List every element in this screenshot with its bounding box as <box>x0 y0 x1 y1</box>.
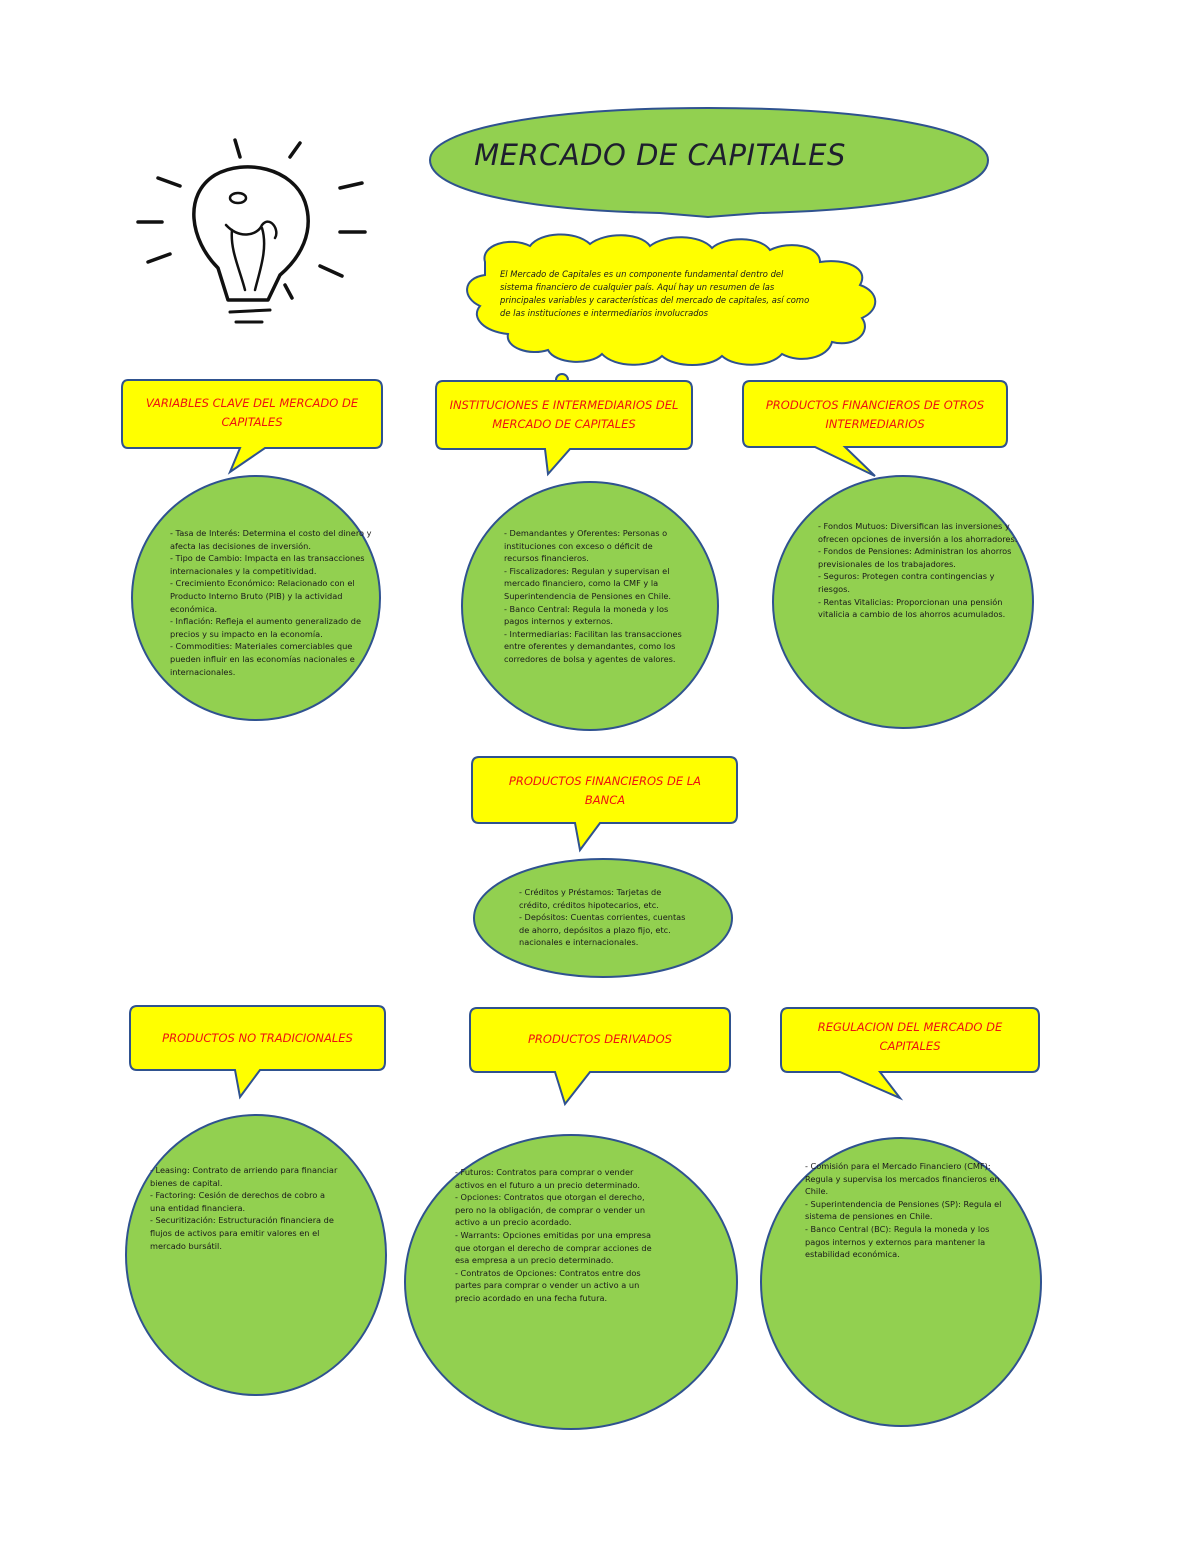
callout-instituciones-shape <box>435 380 693 477</box>
bubble-no-tradicionales-text: - Leasing: Contrato de arriendo para fin… <box>150 1165 338 1251</box>
callout-otros-shape <box>742 380 1008 477</box>
bubble-derivados-shape <box>404 1134 738 1430</box>
bubble-banca-text: - Créditos y Préstamos: Tarjetas de créd… <box>519 887 686 948</box>
bubble-variables-shape <box>131 475 381 721</box>
bubble-variables-text: - Tasa de Interés: Determina el costo de… <box>170 528 372 677</box>
callout-no-tradicionales-heading: PRODUCTOS NO TRADICIONALES <box>162 1031 353 1045</box>
callout-variables-shape <box>121 379 383 475</box>
bubble-otros-shape <box>772 475 1034 729</box>
callout-variables-heading: VARIABLES CLAVE DEL MERCADO DE CAPITALES <box>145 396 359 429</box>
title-shape <box>428 106 990 219</box>
callout-no-tradicionales-shape <box>129 1005 386 1100</box>
intro-text: El Mercado de Capitales es un componente… <box>500 269 810 318</box>
page-title: MERCADO DE CAPITALES <box>474 138 846 172</box>
bubble-regulacion-text: - Comisión para el Mercado Financiero (C… <box>805 1161 1002 1260</box>
callout-regulacion-shape <box>780 1007 1040 1101</box>
lightbulb-icon <box>136 138 367 324</box>
bubble-derivados-text: - Futuros: Contratos para comprar o vend… <box>455 1167 652 1303</box>
callout-regulacion-heading: REGULACION DEL MERCADO DE CAPITALES <box>817 1020 1003 1053</box>
callout-otros-heading: PRODUCTOS FINANCIEROS DE OTROS INTERMEDI… <box>765 398 985 431</box>
bubble-otros-text: - Fondos Mutuos: Diversifican las invers… <box>818 521 1018 620</box>
callout-banca-heading: PRODUCTOS FINANCIEROS DE LA BANCA <box>508 774 702 807</box>
callout-derivados-heading: PRODUCTOS DERIVADOS <box>528 1032 672 1046</box>
callout-derivados-shape <box>469 1007 731 1107</box>
callout-banca-shape <box>471 756 738 853</box>
bubble-instituciones-shape <box>461 481 719 731</box>
callout-instituciones-heading: INSTITUCIONES E INTERMEDIARIOS DEL MERCA… <box>449 398 679 431</box>
bubble-banca-shape <box>473 858 733 978</box>
bubble-no-tradicionales-shape <box>125 1114 387 1396</box>
bubble-instituciones-text: - Demandantes y Oferentes: Personas o in… <box>504 528 682 664</box>
bubble-regulacion-shape <box>760 1137 1042 1427</box>
